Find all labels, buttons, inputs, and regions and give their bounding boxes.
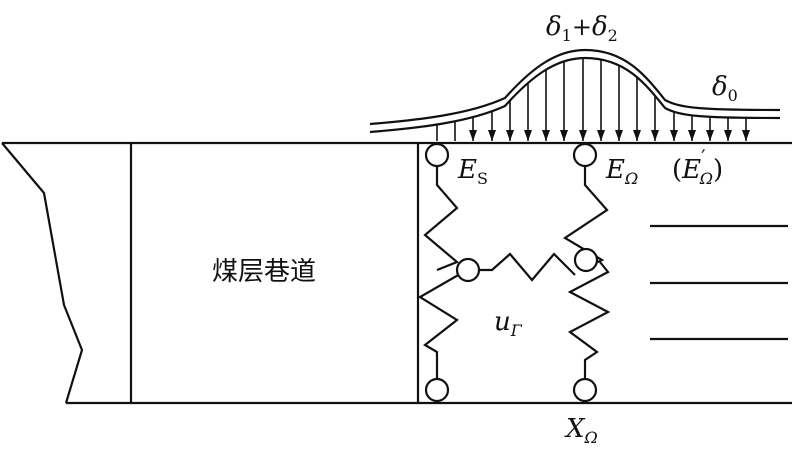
load-arrow-head	[615, 130, 623, 141]
strata-frame	[1, 141, 792, 405]
node-top-right	[572, 142, 598, 168]
node-middle-right	[573, 247, 599, 273]
load-arrow-head	[506, 130, 514, 141]
node-bottom-right	[572, 377, 598, 403]
load-arrow-head	[706, 130, 714, 141]
left-upper-spring	[423, 167, 460, 272]
layer-lines	[650, 224, 788, 341]
middle-spring	[480, 252, 576, 282]
node-bottom-left	[424, 377, 450, 403]
load-arrow-head	[688, 130, 696, 141]
load-arrow-head	[633, 130, 641, 141]
roadway-label: 煤层巷道	[212, 257, 316, 287]
broken-edge-line	[1, 142, 84, 404]
x-omega-label: XΩ	[564, 414, 598, 447]
u-gamma-label: uΓ	[494, 307, 523, 340]
load-arrow-head	[542, 130, 550, 141]
load-arrows	[436, 58, 750, 141]
load-arrow-head	[560, 130, 568, 141]
load-arrow-head	[724, 130, 732, 141]
e-omega-label: EΩ	[605, 155, 638, 188]
right-upper-spring	[562, 167, 609, 269]
load-arrow-head	[524, 130, 532, 141]
load-arrow-head	[742, 130, 750, 141]
node-top-left	[424, 142, 450, 168]
es-label: ES	[457, 155, 488, 188]
right-lower-spring	[567, 261, 611, 378]
load-arrow-head	[670, 130, 678, 141]
load-arrow-head	[488, 130, 496, 141]
e-omega-prime-label: (E′Ω)	[672, 145, 723, 188]
base-load-label: δ0	[712, 72, 738, 105]
load-arrow-head	[469, 130, 477, 141]
load-arrow-head	[579, 130, 587, 141]
load-arrow-head	[651, 130, 659, 141]
node-middle-left	[455, 257, 481, 283]
peak-load-label: δ1+δ2	[546, 12, 618, 45]
load-arrow-head	[597, 130, 605, 141]
load-curve-lower	[369, 56, 781, 134]
left-lower-spring	[417, 269, 468, 378]
load-distribution	[369, 48, 781, 141]
load-curve-upper	[369, 48, 781, 126]
spring-model	[417, 142, 611, 403]
